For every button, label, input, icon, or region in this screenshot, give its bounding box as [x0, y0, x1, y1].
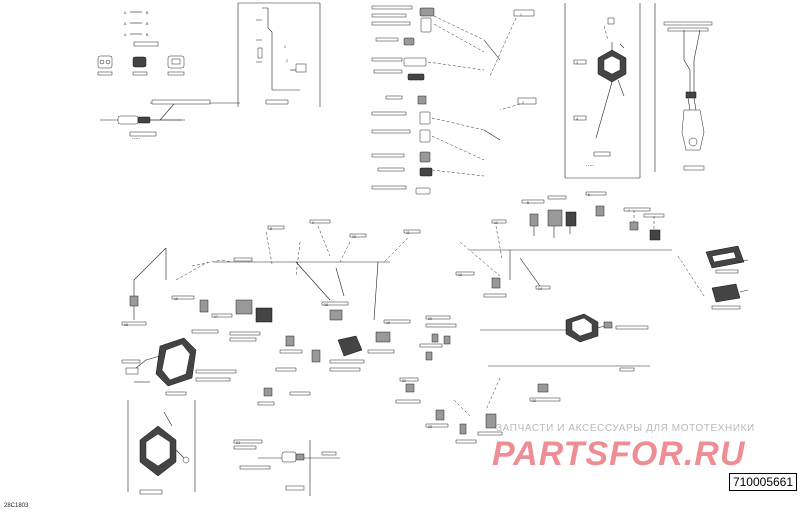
detail-frame-c [127, 400, 196, 495]
detail-frame-b: 12 [237, 2, 321, 107]
ecu-connector [480, 313, 649, 343]
callout: 8 [270, 227, 272, 231]
callout: 20 [428, 317, 432, 321]
svg-text:B: B [146, 22, 149, 26]
left-harness [121, 247, 253, 396]
callout: 4 [576, 117, 578, 121]
callout: 10 [352, 235, 356, 239]
callout: 14 [538, 287, 542, 291]
callout: 12 [494, 221, 498, 225]
callout: 3 [576, 61, 578, 65]
watermark-text: ЗАПЧАСТИ И АКСЕССУАРЫ ДЛЯ МОТОТЕХНИКИ [496, 423, 755, 434]
lower-middle-parts [395, 315, 561, 444]
svg-text:.....: ..... [132, 135, 141, 141]
callout: 7 [628, 209, 630, 213]
ground-strap-detail [654, 3, 713, 172]
detail-frame-module: ..... [564, 3, 641, 179]
callout: 22 [532, 399, 536, 403]
watermark-logo-text: PARTSFOR.RU [492, 435, 746, 473]
detail-frame-d [233, 439, 340, 496]
callout: 21 [402, 379, 406, 383]
sensor-probe-detail: ..... [100, 99, 240, 141]
callout: 6 [588, 193, 590, 197]
fuse-box [677, 245, 749, 310]
callout: 18 [324, 303, 328, 307]
callout: 11 [406, 231, 410, 235]
svg-text:A: A [124, 22, 127, 26]
svg-text:.....: ..... [586, 162, 595, 168]
connector-column [371, 5, 537, 195]
callout: 16 [174, 297, 178, 301]
svg-text:B: B [146, 33, 149, 37]
svg-text:B: B [146, 11, 149, 15]
callout: 19 [386, 321, 390, 325]
callout: 9 [312, 221, 314, 225]
center-harness [171, 219, 421, 406]
callout: 2 [522, 101, 524, 105]
svg-text:A: A [124, 11, 127, 15]
callout: 5 [527, 201, 529, 205]
callout: 15 [124, 323, 128, 327]
svg-text:A: A [124, 33, 127, 37]
callout: 24 [236, 441, 240, 445]
callout: 17 [214, 315, 218, 319]
svg-text:2: 2 [286, 59, 288, 63]
part-number: 710005661 [729, 473, 797, 491]
callout-marks: 1 2 3 4 5 6 7 8 9 10 11 12 13 14 15 16 1… [124, 13, 630, 445]
callout: 1 [520, 13, 522, 17]
callout: 23 [428, 425, 432, 429]
relay-assembly [521, 191, 665, 241]
connector-pin-view: A B A B A B [97, 11, 185, 76]
watermark-logo: PARTSFOR.RU [492, 435, 746, 473]
figure-code: 28C1803 [4, 503, 29, 509]
callout: 13 [458, 273, 462, 277]
svg-text:1: 1 [284, 45, 286, 49]
main-harness-lines [455, 219, 672, 372]
